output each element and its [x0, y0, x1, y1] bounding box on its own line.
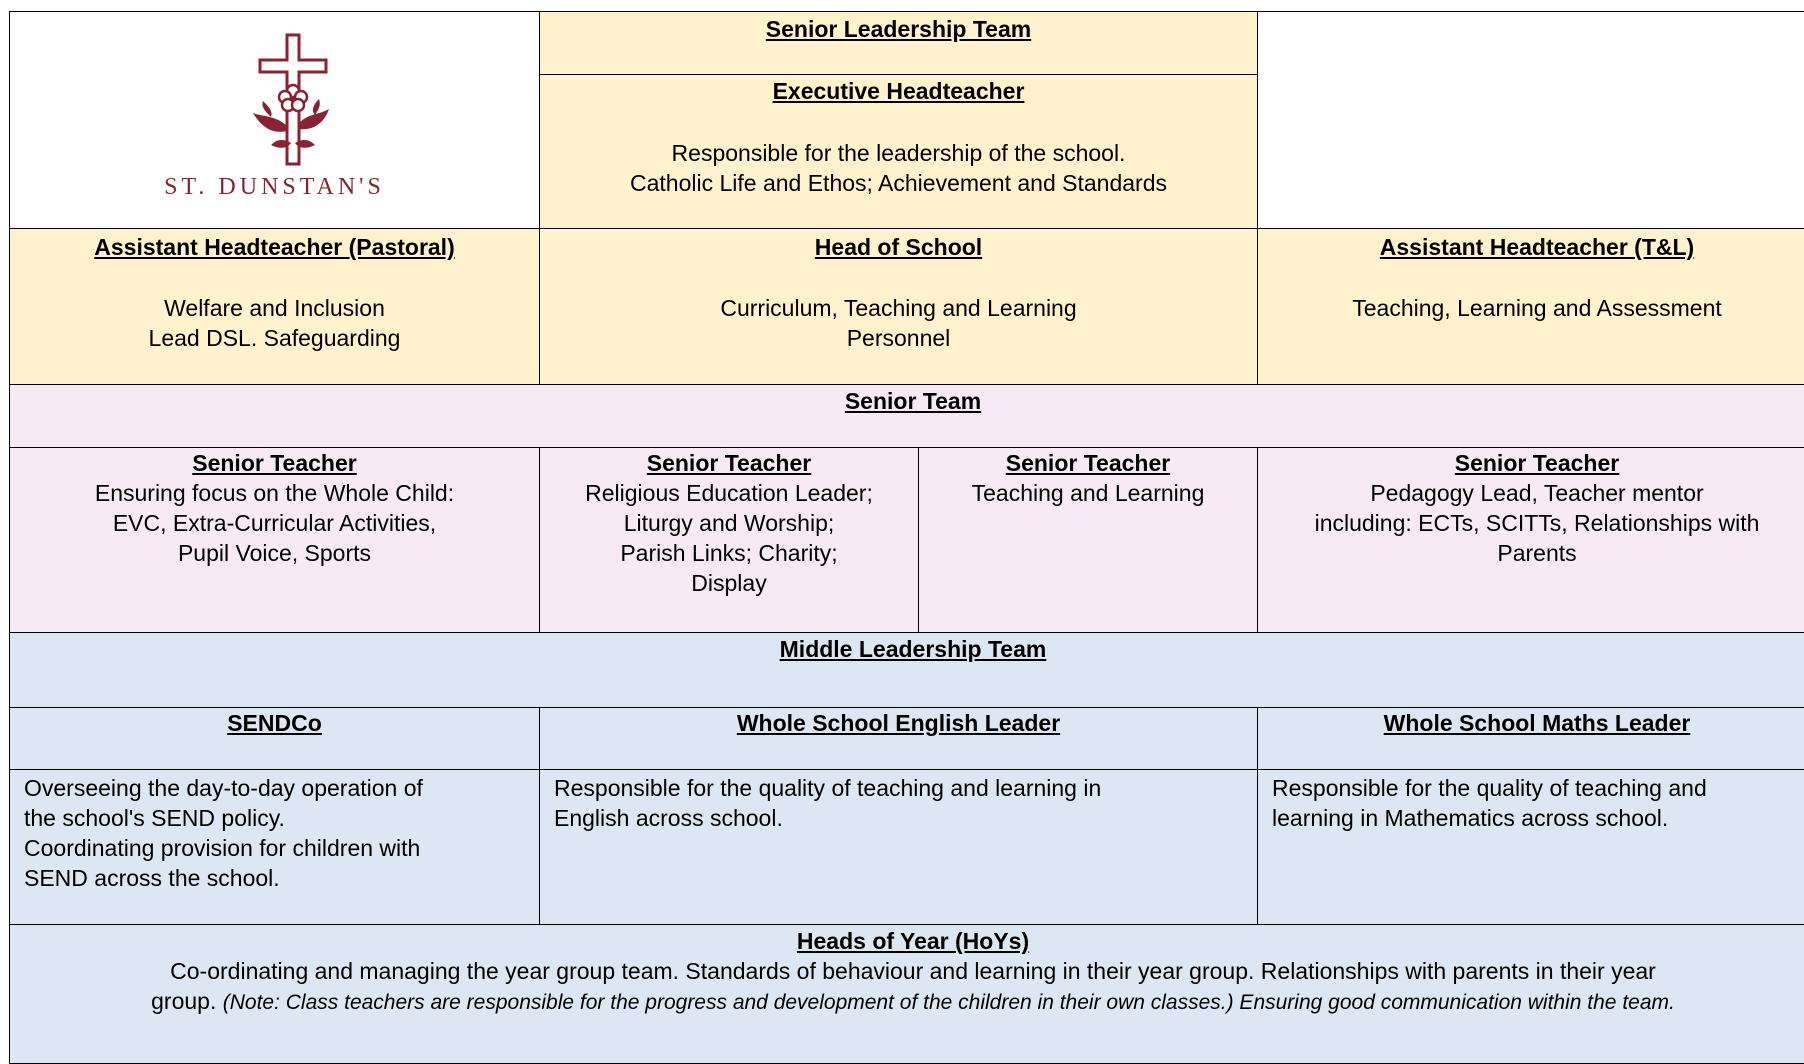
head-of-school-line1: Curriculum, Teaching and Learning	[720, 295, 1077, 321]
senior-teacher-title-2: Senior Teacher	[646, 450, 812, 476]
senior-team-title-cell: Senior Team	[9, 384, 1804, 448]
english-leader-description-cell: Responsible for the quality of teaching …	[539, 769, 1258, 925]
cross-flower-logo-icon	[253, 33, 329, 166]
senior-teacher-1-line2: EVC, Extra-Curricular Activities,	[112, 510, 437, 536]
senior-teacher-2-line1: Religious Education Leader;	[585, 480, 873, 506]
senior-teacher-4-line3: Parents	[1497, 540, 1577, 566]
sendco-title-cell: SENDCo	[9, 707, 540, 770]
senior-teacher-2-line2: Liturgy and Worship;	[623, 510, 835, 536]
senior-teacher-1-line1: Ensuring focus on the Whole Child:	[94, 480, 455, 506]
ah-pastoral-line1: Welfare and Inclusion	[164, 295, 385, 321]
executive-headteacher-line1: Responsible for the leadership of the sc…	[671, 140, 1126, 166]
senior-teacher-4-line2: including: ECTs, SCITTs, Relationships w…	[1314, 510, 1760, 536]
heads-of-year-cell: Heads of Year (HoYs) Co-ordinating and m…	[9, 924, 1804, 1064]
heads-of-year-line2: group. (Note: Class teachers are respons…	[10, 986, 1804, 1018]
heads-of-year-note: (Note: Class teachers are responsible fo…	[222, 991, 1675, 1014]
empty-top-right-cell	[1257, 11, 1804, 229]
senior-leadership-title: Senior Leadership Team	[765, 16, 1032, 42]
maths-leader-title: Whole School Maths Leader	[1383, 710, 1691, 736]
ah-pastoral-line2: Lead DSL. Safeguarding	[148, 325, 401, 351]
english-leader-line1: Responsible for the quality of teaching …	[554, 775, 1102, 801]
senior-teacher-cell-2: Senior Teacher Religious Education Leade…	[539, 447, 919, 633]
sendco-description-cell: Overseeing the day-to-day operation of t…	[9, 769, 540, 925]
ah-tl-cell: Assistant Headteacher (T&L) Teaching, Le…	[1257, 228, 1804, 385]
ah-tl-line1: Teaching, Learning and Assessment	[1352, 295, 1722, 321]
heads-of-year-line2-start: group.	[151, 988, 223, 1014]
senior-teacher-4-line1: Pedagogy Lead, Teacher mentor	[1370, 480, 1704, 506]
senior-teacher-2-line4: Display	[691, 570, 767, 596]
english-leader-line2: English across school.	[554, 805, 783, 831]
ah-pastoral-cell: Assistant Headteacher (Pastoral) Welfare…	[9, 228, 540, 385]
middle-leadership-title-cell: Middle Leadership Team	[9, 632, 1804, 708]
senior-teacher-cell-4: Senior Teacher Pedagogy Lead, Teacher me…	[1257, 447, 1804, 633]
sendco-line4: SEND across the school.	[24, 865, 280, 891]
senior-leadership-title-cell: Senior Leadership Team	[539, 11, 1258, 75]
ah-tl-title: Assistant Headteacher (T&L)	[1379, 234, 1695, 260]
sendco-line3: Coordinating provision for children with	[24, 835, 421, 861]
head-of-school-title: Head of School	[814, 234, 983, 260]
ah-pastoral-title: Assistant Headteacher (Pastoral)	[94, 234, 455, 260]
executive-headteacher-cell: Executive Headteacher Responsible for th…	[539, 74, 1258, 229]
senior-teacher-3-line1: Teaching and Learning	[971, 480, 1205, 506]
senior-teacher-cell-1: Senior Teacher Ensuring focus on the Who…	[9, 447, 540, 633]
head-of-school-line2: Personnel	[846, 325, 951, 351]
senior-teacher-title-1: Senior Teacher	[192, 450, 357, 476]
english-leader-title: Whole School English Leader	[736, 710, 1061, 736]
senior-teacher-title-4: Senior Teacher	[1454, 450, 1620, 476]
org-chart: ST. DUNSTAN'S Senior Leadership Team Exe…	[9, 11, 1804, 1064]
senior-teacher-1-line3: Pupil Voice, Sports	[177, 540, 372, 566]
maths-leader-line1: Responsible for the quality of teaching …	[1272, 775, 1707, 801]
english-leader-title-cell: Whole School English Leader	[539, 707, 1258, 770]
senior-teacher-title-3: Senior Teacher	[1005, 450, 1171, 476]
maths-leader-description-cell: Responsible for the quality of teaching …	[1257, 769, 1804, 925]
middle-leadership-title: Middle Leadership Team	[779, 636, 1047, 662]
sendco-title: SENDCo	[227, 710, 322, 736]
head-of-school-cell: Head of School Curriculum, Teaching and …	[539, 228, 1258, 385]
senior-teacher-2-line3: Parish Links; Charity;	[620, 540, 838, 566]
school-name-logo-text: ST. DUNSTAN'S	[164, 174, 385, 200]
executive-headteacher-title: Executive Headteacher	[772, 78, 1025, 104]
sendco-line1: Overseeing the day-to-day operation of	[24, 775, 423, 801]
maths-leader-line2: learning in Mathematics across school.	[1272, 805, 1669, 831]
heads-of-year-title: Heads of Year (HoYs)	[796, 928, 1030, 954]
senior-team-title: Senior Team	[844, 388, 982, 414]
sendco-line2: the school's SEND policy.	[24, 805, 285, 831]
heads-of-year-line1: Co-ordinating and managing the year grou…	[170, 958, 1656, 984]
maths-leader-title-cell: Whole School Maths Leader	[1257, 707, 1804, 770]
logo-cell: ST. DUNSTAN'S	[9, 11, 540, 229]
senior-teacher-cell-3: Senior Teacher Teaching and Learning	[918, 447, 1258, 633]
executive-headteacher-line2: Catholic Life and Ethos; Achievement and…	[629, 170, 1167, 196]
